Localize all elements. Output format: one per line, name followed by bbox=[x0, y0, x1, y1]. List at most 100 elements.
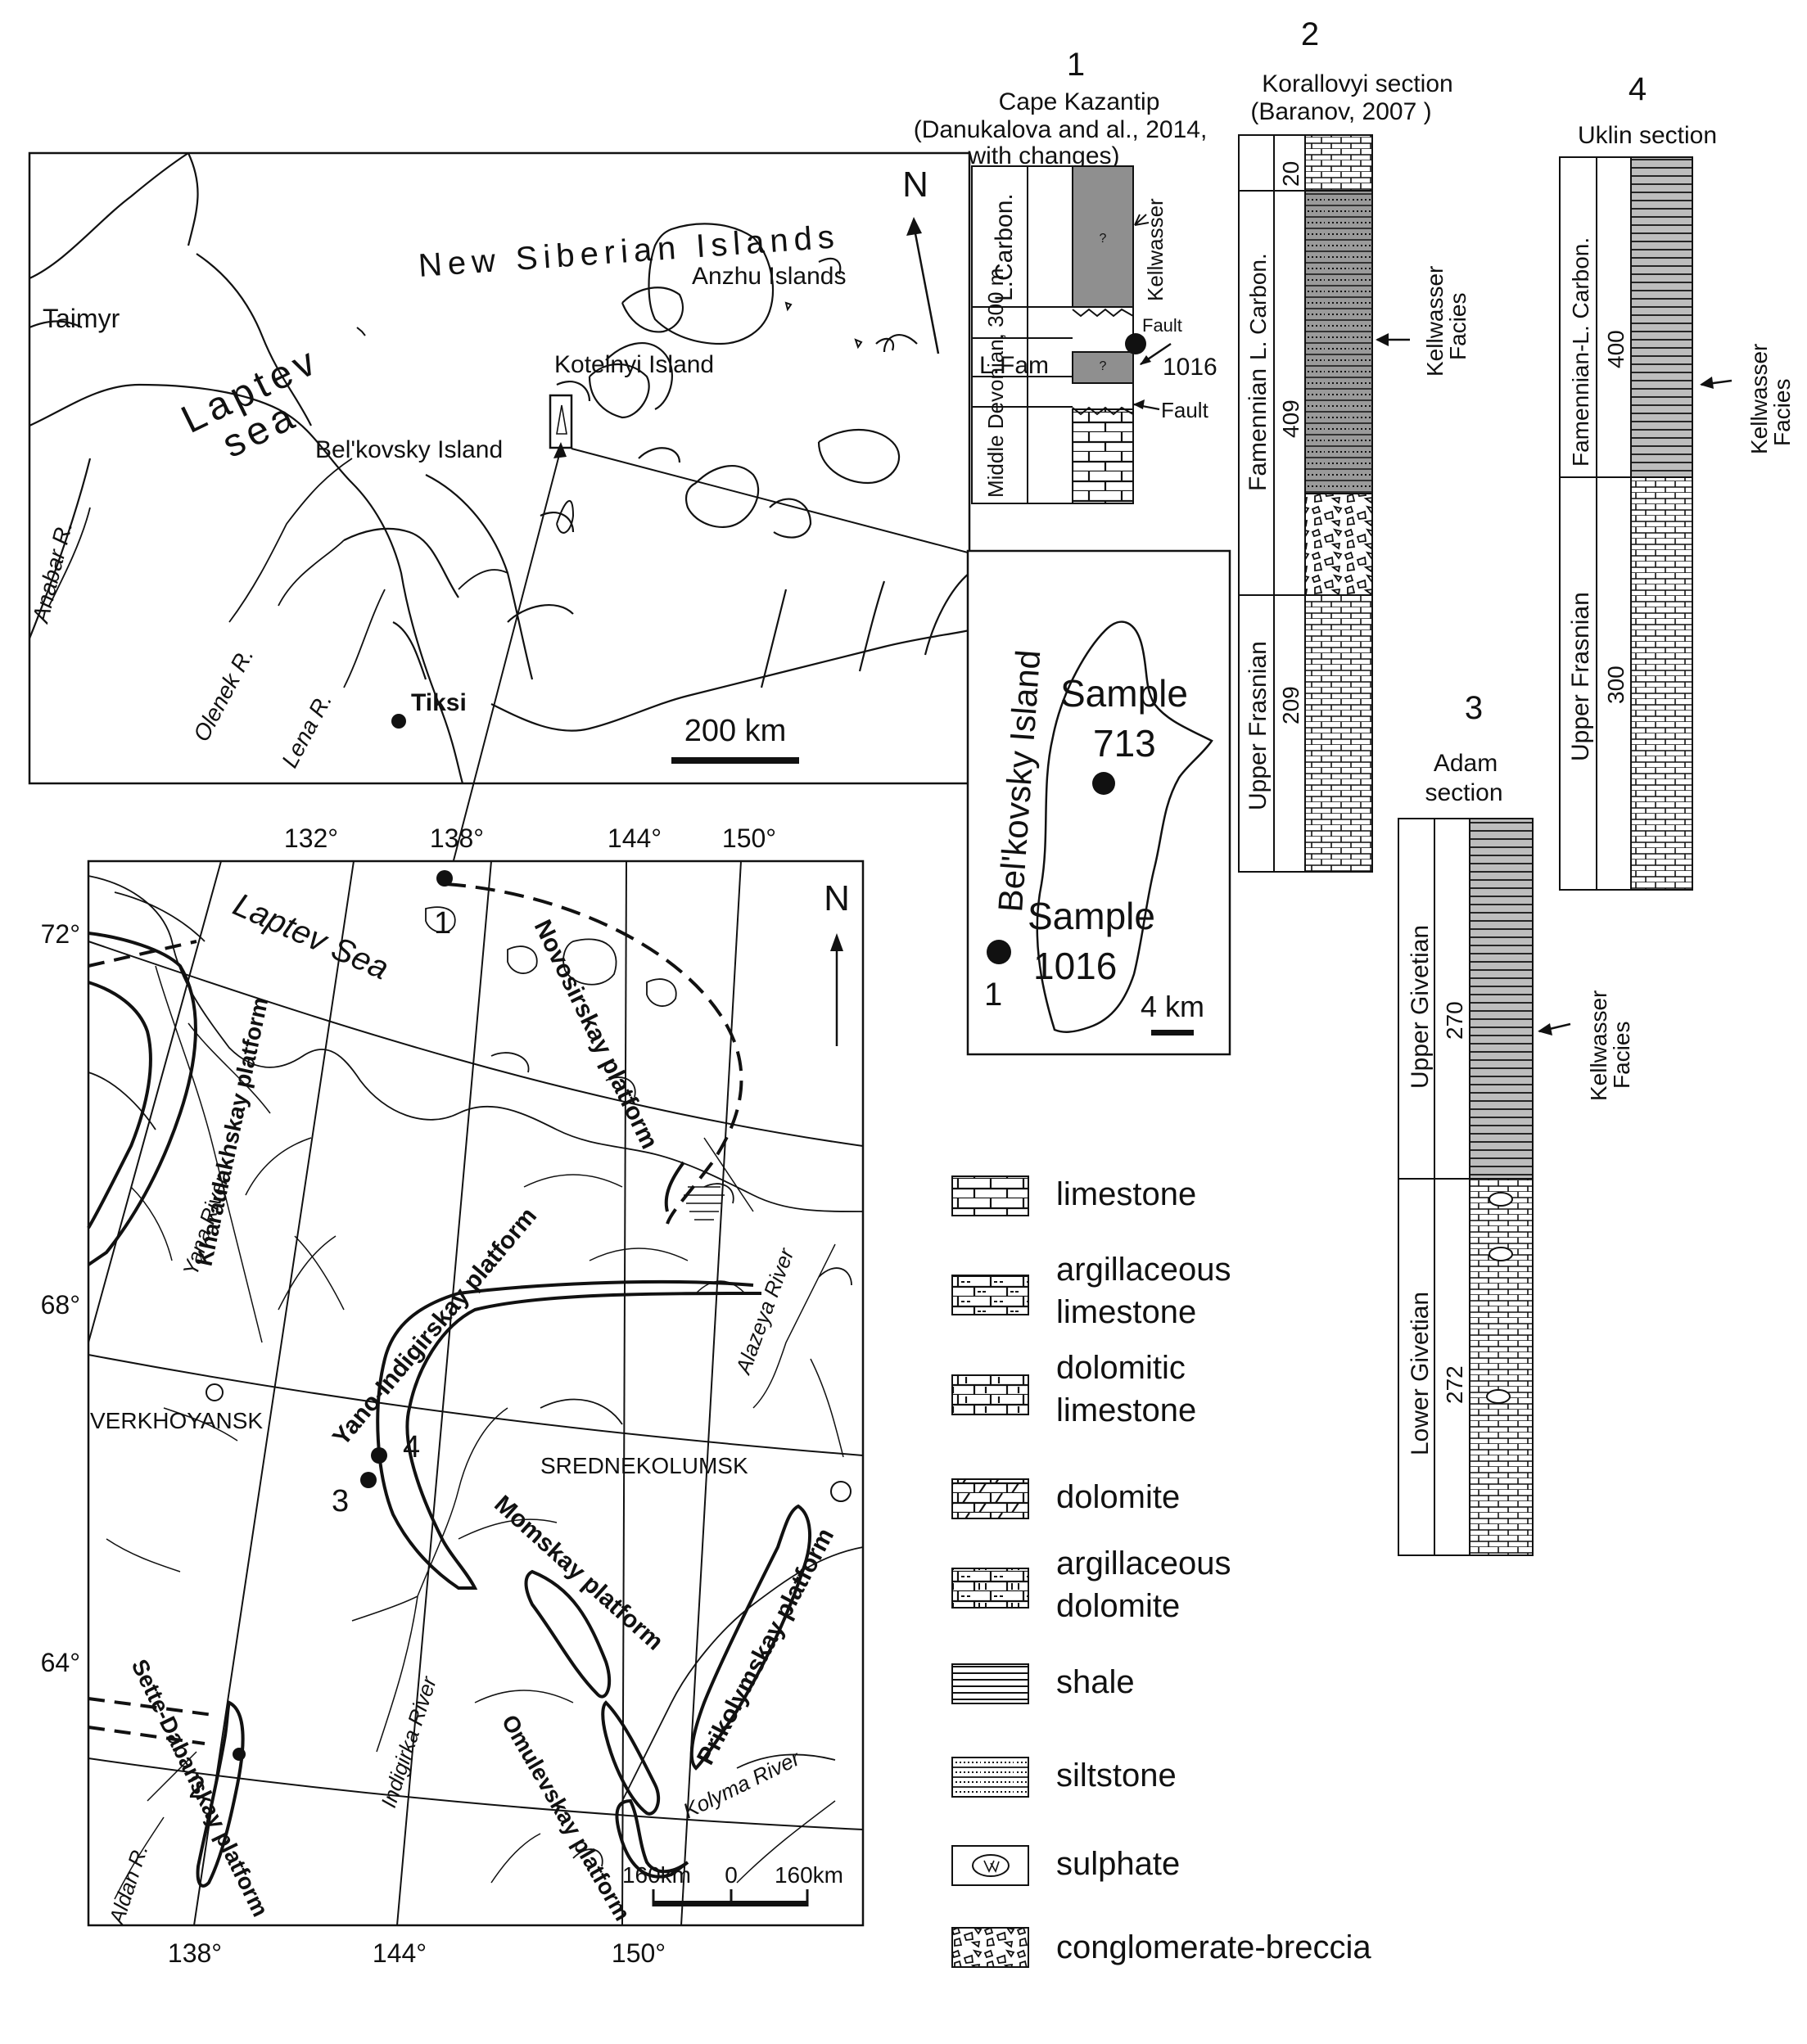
small-island bbox=[556, 499, 575, 534]
column-4-title: Uklin section bbox=[1578, 122, 1717, 149]
lat-label: 64° bbox=[41, 1648, 80, 1677]
sulphate-symbol bbox=[1489, 1247, 1513, 1261]
verkhoyansk-marker bbox=[206, 1383, 224, 1401]
site2-marker bbox=[233, 1748, 246, 1761]
limestone-block bbox=[1072, 408, 1134, 504]
top-scale-label: 200 km bbox=[684, 714, 787, 748]
site1-leader-line bbox=[447, 448, 562, 883]
legend-item-conglomerate-breccia: conglomerate-breccia bbox=[951, 1927, 1371, 1968]
tiksi-marker bbox=[391, 714, 406, 729]
column-1-middle-devonian: Middle Devonian, 300 m bbox=[983, 268, 1008, 498]
sulphate-symbol bbox=[1489, 1192, 1513, 1207]
belkovsky-inset: Bel'kovsky Island Sample 713 Sample 1016… bbox=[966, 549, 1231, 1056]
sulphate-icon-detail bbox=[983, 1860, 1000, 1873]
north-arrow-head bbox=[906, 217, 922, 236]
column-3-number: 3 bbox=[1465, 690, 1483, 726]
upper-givetian-shale bbox=[1469, 818, 1534, 1180]
column-1-qmark: ? bbox=[1100, 232, 1107, 246]
column-2-facies: Facies bbox=[1445, 293, 1470, 360]
column-4-famennian-thk: 400 bbox=[1603, 330, 1629, 368]
legend-item-sulphate: sulphate bbox=[951, 1845, 1180, 1886]
site3-marker bbox=[360, 1472, 377, 1488]
column-2-title: Korallovyi section bbox=[1262, 70, 1452, 97]
inset-scale-bar bbox=[1151, 1030, 1194, 1036]
legend-label: limestone bbox=[1056, 1392, 1196, 1428]
column-3-kellwasser: Kellwasser bbox=[1586, 990, 1611, 1101]
lon-bottom-label: 144° bbox=[373, 1938, 427, 1968]
legend-label: dolomitic bbox=[1056, 1350, 1186, 1386]
column-2-kellwasser: Kellwasser bbox=[1422, 266, 1448, 377]
bottom-north-arrow-head bbox=[830, 933, 843, 951]
column-1-kellwasser: Kellwasser bbox=[1143, 198, 1168, 301]
kotelnyi-label: Kotelnyi Island bbox=[554, 351, 714, 378]
site2-label: 2 bbox=[188, 1771, 206, 1805]
site1-label: 1 bbox=[434, 906, 451, 941]
legend-label: sulphate bbox=[1056, 1846, 1180, 1882]
column-4-uklin: 4 Uklin section Famennian-L. Carbon. 400… bbox=[1559, 71, 1795, 891]
site4-label: 4 bbox=[403, 1430, 420, 1464]
column-1-fault-label: Fault bbox=[1161, 398, 1209, 422]
fault-line bbox=[1072, 308, 1134, 318]
fault-arrow-head bbox=[1133, 399, 1145, 409]
legend-item-shale: shale bbox=[951, 1663, 1135, 1704]
column-3-lower-givetian: Lower Givetian bbox=[1407, 1292, 1434, 1455]
scale-left-label: 160km bbox=[622, 1862, 691, 1888]
legend-swatch-argillaceous-limestone bbox=[951, 1275, 1029, 1315]
column-1-title: (Danukalova and al., 2014, bbox=[914, 116, 1208, 143]
column-2-lcarbon: L. Carbon. bbox=[1245, 253, 1271, 360]
column-1-sample-label: 1016 bbox=[1163, 354, 1217, 381]
small-island bbox=[784, 301, 793, 312]
legend-label: limestone bbox=[1056, 1294, 1196, 1330]
upper-frasnian-limestone bbox=[1630, 476, 1693, 891]
column-3-adam: 3 Adam section Upper Givetian 270 Lower … bbox=[1398, 690, 1634, 1556]
legend-label: dolomite bbox=[1056, 1588, 1180, 1624]
site4-marker bbox=[371, 1447, 387, 1464]
leader-arrow-head bbox=[553, 442, 567, 458]
legend-item-argillaceous-dolomite: argillaceous dolomite bbox=[951, 1545, 1231, 1624]
legend-item-dolomitic-limestone: dolomitic limestone bbox=[951, 1350, 1196, 1428]
column-1-title: with changes) bbox=[967, 142, 1119, 169]
sample-1016-marker bbox=[987, 940, 1011, 964]
legend-label: shale bbox=[1056, 1664, 1135, 1700]
lon-bottom-label: 150° bbox=[612, 1938, 666, 1968]
column-4-facies: Facies bbox=[1769, 379, 1795, 446]
srednekolumsk-marker bbox=[830, 1481, 852, 1502]
breccia-interval bbox=[1304, 493, 1373, 596]
famennian-shale bbox=[1630, 156, 1693, 478]
kellwasser-block bbox=[1072, 165, 1134, 308]
lfam-block bbox=[1072, 351, 1134, 384]
kellwasser-siltstone bbox=[1304, 190, 1373, 494]
column-3-upper-givetian: Upper Givetian bbox=[1407, 925, 1434, 1089]
legend-item-argillaceous-limestone: argillaceous limestone bbox=[951, 1252, 1231, 1330]
lon-bottom-label: 138° bbox=[168, 1938, 222, 1968]
sample-1016-column-marker bbox=[1125, 333, 1146, 354]
hatched-area bbox=[684, 1186, 725, 1221]
column-2-famennian: Famennian bbox=[1245, 368, 1272, 491]
belkovsky-label: Bel'kovsky Island bbox=[315, 436, 503, 463]
legend: limestone argillaceous limestone dolomit… bbox=[951, 1175, 1371, 1968]
bottom-scale: 160km 0 160km bbox=[622, 1862, 843, 1906]
column-2-lcarbon-thk: 20 bbox=[1278, 161, 1303, 187]
legend-swatch-dolomite bbox=[951, 1478, 1029, 1519]
north-label: N bbox=[902, 165, 928, 205]
kotelnyi-detail bbox=[356, 327, 366, 336]
column-3-lower-givetian-thk: 272 bbox=[1442, 1365, 1467, 1404]
top-map: N Taimyr Laptev sea New Siberian Islands… bbox=[27, 151, 971, 883]
fault-line bbox=[1072, 406, 1134, 416]
sulphate-icon bbox=[972, 1854, 1010, 1877]
inset-scale-label: 4 km bbox=[1141, 990, 1204, 1023]
column-1-number: 1 bbox=[1067, 47, 1085, 83]
column-3-facies: Facies bbox=[1609, 1022, 1634, 1089]
bottom-map-frame bbox=[87, 860, 865, 1927]
legend-item-limestone: limestone bbox=[951, 1175, 1196, 1216]
legend-item-siltstone: siltstone bbox=[951, 1757, 1177, 1798]
lat-label: 68° bbox=[41, 1290, 80, 1320]
lat-label: 72° bbox=[41, 919, 80, 949]
sample-1016-number: 1016 bbox=[1033, 945, 1117, 987]
column-4-upper-frasnian: Upper Frasnian bbox=[1567, 592, 1594, 761]
legend-label: argillaceous bbox=[1056, 1545, 1231, 1582]
kellwasser-arrow-head bbox=[1376, 333, 1389, 346]
sample-713-number: 713 bbox=[1093, 722, 1156, 765]
tiksi-label: Tiksi bbox=[411, 689, 467, 716]
